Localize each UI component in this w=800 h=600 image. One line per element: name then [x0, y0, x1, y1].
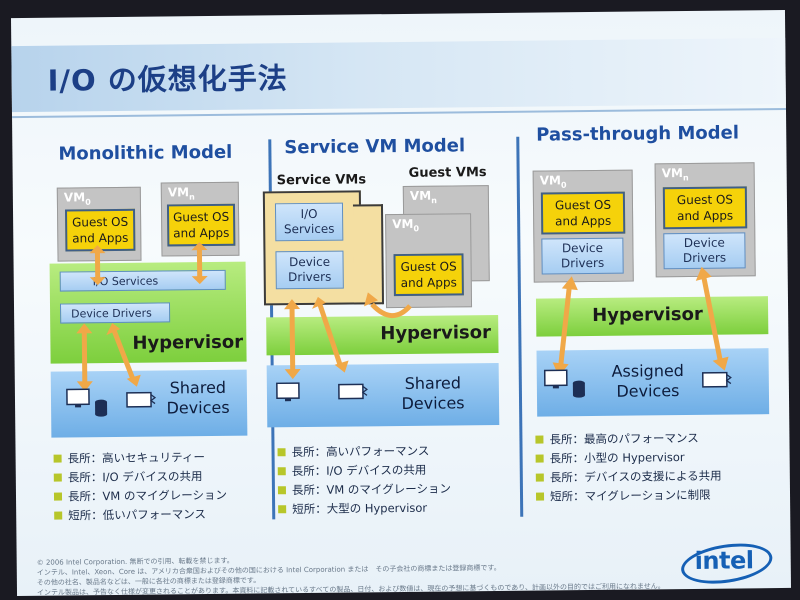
arrow-guest-to-service: [364, 292, 412, 319]
intel-logo: intel: [694, 546, 754, 575]
slide: I/O の仮想化手法 Monolithic Model VM0 Guest OS…: [10, 9, 792, 597]
arrow-vmn-to-io: [191, 242, 208, 285]
footer-legal: © 2006 Intel Corporation. 無断での引用、転載を禁じます…: [37, 552, 665, 596]
arrow-service-drivers-to-devices-1: [284, 299, 301, 380]
arrows-overlay: [66, 242, 732, 417]
arrow-pass-vm0-to-devices: [552, 276, 578, 377]
network-card-icon: [701, 371, 732, 388]
arrow-drivers-to-devices-1: [76, 323, 93, 392]
arrow-vm0-to-io: [89, 245, 106, 286]
disk-icon: [94, 399, 108, 417]
arrow-drivers-to-devices-2: [106, 323, 141, 387]
arrow-pass-vmn-to-devices: [695, 266, 729, 371]
monitor-icon: [543, 369, 568, 390]
network-card-icon: [126, 391, 156, 408]
network-card-icon: [338, 383, 368, 400]
arrow-service-drivers-to-devices-2: [312, 296, 349, 373]
disk-icon: [572, 380, 586, 398]
monitor-icon: [276, 382, 300, 403]
monitor-icon: [66, 388, 90, 409]
